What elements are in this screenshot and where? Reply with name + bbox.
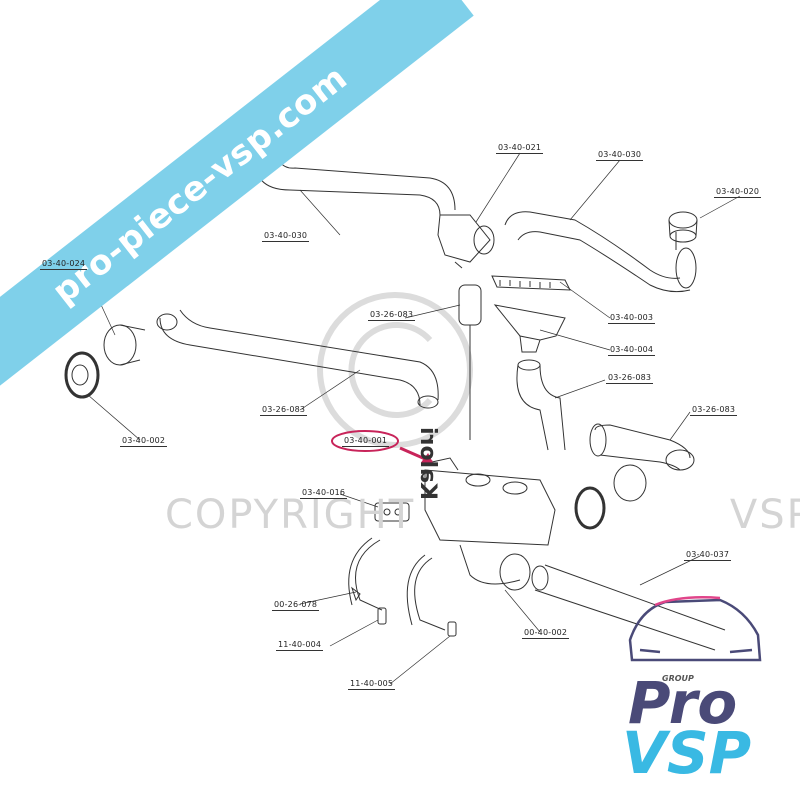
part-label: 03-40-016 (299, 488, 348, 499)
part-label: 00-40-002 (521, 628, 570, 639)
right-lower-duct (589, 423, 695, 471)
part-label: 03-26-083 (259, 405, 308, 416)
right-vent-nozzle (574, 486, 606, 530)
part-label: 03-40-002 (119, 436, 168, 447)
air-distributor (437, 214, 495, 269)
highlighted-part-label: 03-40-001 (341, 436, 390, 447)
right-vent (668, 211, 698, 243)
part-label: 03-40-021 (495, 143, 544, 154)
heater-unit (424, 457, 556, 546)
defrost-funnel (493, 304, 566, 353)
long-exhaust-duct (531, 564, 726, 651)
bottom-exhaust-duct (459, 544, 531, 591)
part-label: 03-40-037 (683, 550, 732, 561)
right-elbow-hose (516, 359, 566, 451)
left-long-duct (156, 309, 439, 409)
part-label: 03-40-004 (607, 345, 656, 356)
part-label: 03-26-083 (605, 373, 654, 384)
left-vent-ring (103, 324, 146, 366)
fuel-hose-right (406, 554, 457, 637)
part-label: 03-40-003 (607, 313, 656, 324)
part-label: 03-40-030 (595, 150, 644, 161)
logo-pro-text: Pro (628, 669, 738, 737)
highlight-callout (331, 430, 433, 464)
copyright-watermark: COPYRIGHT VSP (165, 492, 800, 538)
part-label: 03-40-024 (39, 259, 88, 270)
heater-brand-text: Kalori (415, 427, 440, 500)
logo-car-icon (628, 596, 762, 662)
part-label: 11-40-004 (275, 640, 324, 651)
logo-vsp-text: VSP (622, 719, 752, 787)
left-vent-nozzle (64, 351, 100, 399)
upper-right-duct (504, 211, 697, 293)
part-label: 11-40-005 (347, 679, 396, 690)
part-label: 00-26-078 (271, 600, 320, 611)
part-label: 03-26-083 (689, 405, 738, 416)
center-hose (458, 284, 482, 440)
part-label: 03-40-020 (713, 187, 762, 198)
fuel-hose-left (348, 537, 387, 625)
part-label: 03-40-030 (261, 231, 310, 242)
right-vent-ring (613, 464, 647, 502)
defrost-grille (491, 275, 571, 291)
connector-plate (374, 502, 410, 522)
logo-group-text: GROUP (662, 674, 694, 683)
part-label: 03-26-083 (367, 310, 416, 321)
